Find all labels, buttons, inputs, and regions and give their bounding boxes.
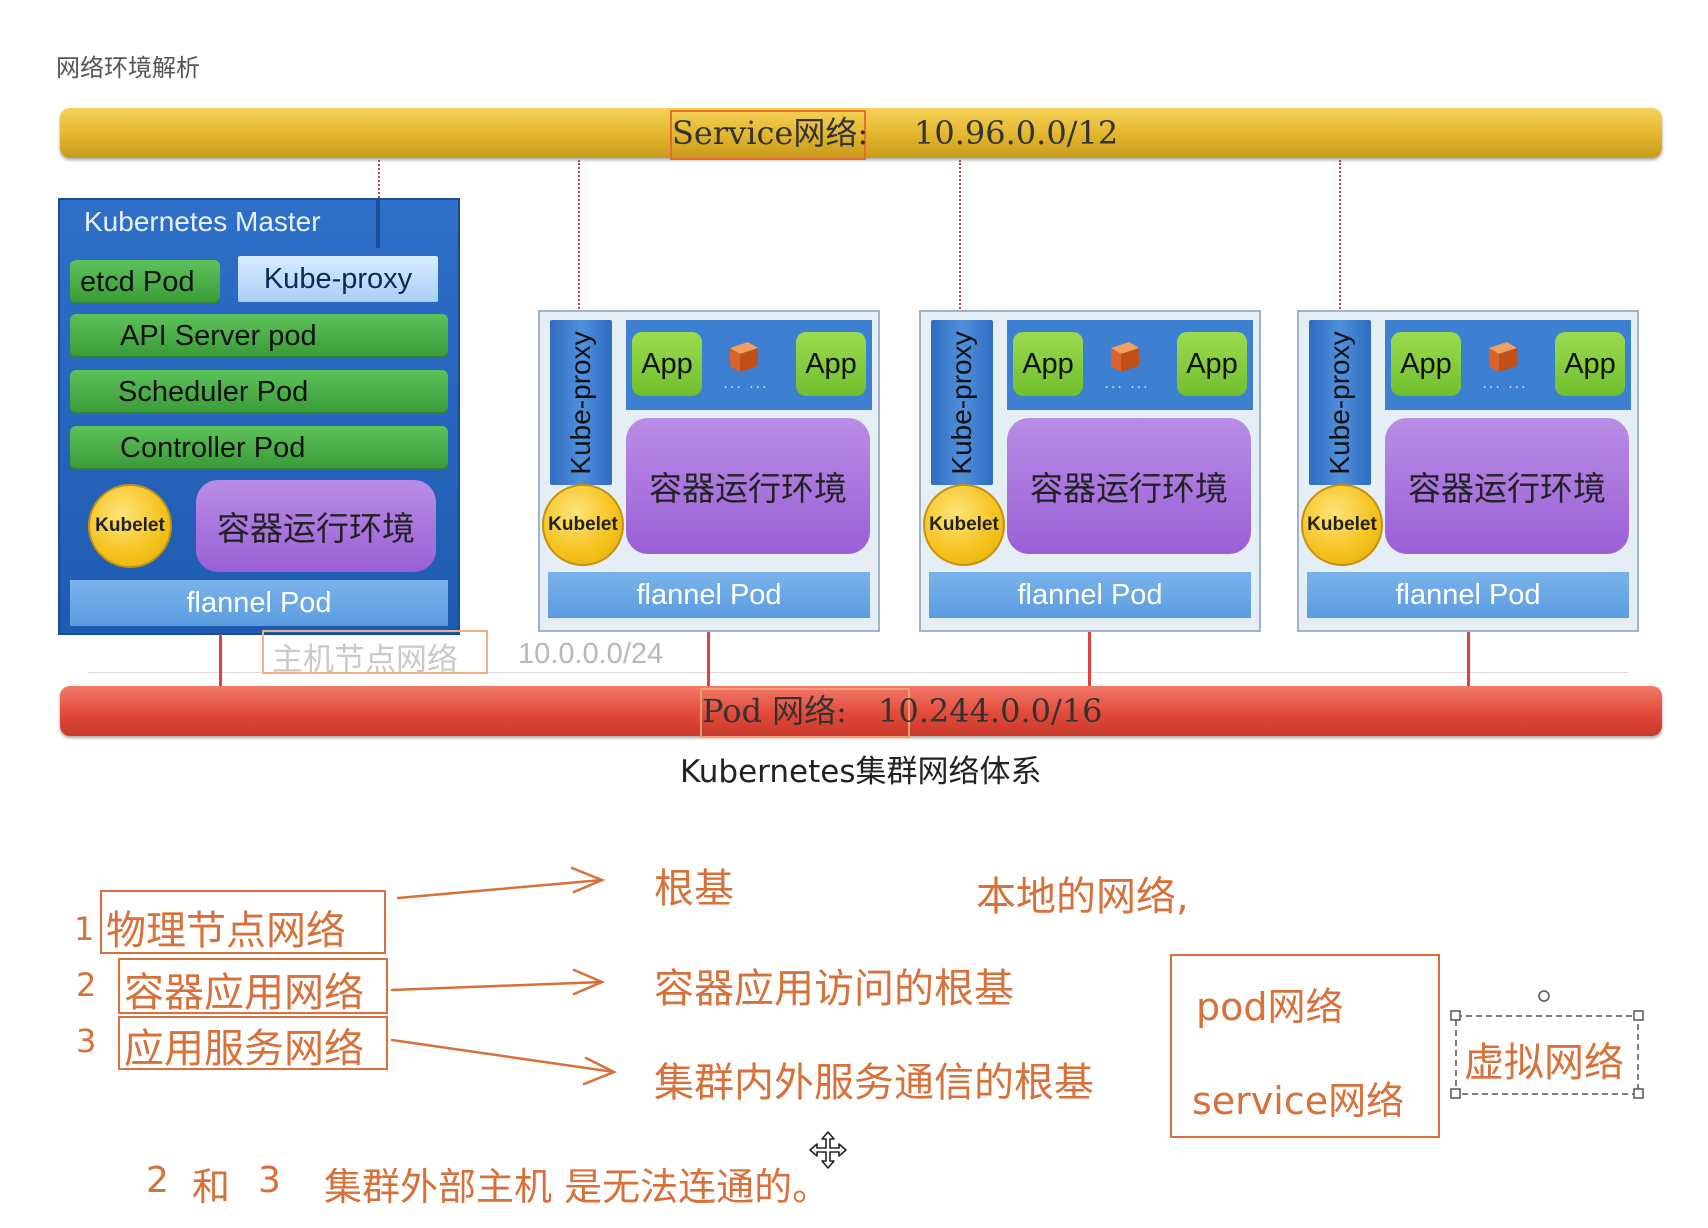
service-connector: [959, 160, 961, 316]
note-pod-network: pod网络: [1196, 985, 1344, 1029]
note-desc-2: 容器应用访问的根基: [654, 966, 1014, 1012]
note-desc-1: 根基: [654, 866, 734, 912]
cube-icon: [1111, 342, 1139, 372]
master-container-runtime: 容器运行环境: [196, 480, 436, 572]
note-box-3: [118, 1016, 388, 1070]
service-network-bar: Service网络: 10.96.0.0/12: [60, 108, 1662, 160]
worker-flannel-pod: flannel Pod: [548, 572, 870, 618]
host-network-cidr: 10.0.0.0/24: [518, 638, 664, 670]
note-label-container: 容器应用网络: [124, 970, 364, 1016]
app-strip: App ... ... App: [1007, 320, 1253, 410]
note-number-3: 3: [76, 1022, 97, 1060]
scheduler-pod: Scheduler Pod: [70, 370, 448, 414]
service-connector: [578, 160, 580, 316]
pod-connector: [1088, 632, 1091, 690]
master-kube-proxy: Kube-proxy: [238, 256, 438, 302]
app-ellipsis: ... ...: [723, 376, 769, 392]
page-title: 网络环境解析: [56, 54, 200, 82]
note-local-network: 本地的网络,: [976, 874, 1189, 920]
worker-kubelet: Kubelet: [923, 484, 1005, 566]
note-box-2: [118, 958, 388, 1014]
worker-kube-proxy: Kube-proxy: [550, 320, 612, 485]
pod-connector: [219, 634, 222, 690]
cube-icon: [730, 342, 758, 372]
app-box: App: [632, 332, 702, 396]
note-number-2: 2: [76, 966, 97, 1004]
worker-node: Kube-proxy App ... ... App 容器运行环境 Kubele…: [538, 310, 880, 632]
app-box: App: [1177, 332, 1247, 396]
app-box: App: [1555, 332, 1625, 396]
app-strip: App ... ... App: [1385, 320, 1631, 410]
host-network-label: 主机节点网络: [272, 642, 458, 678]
app-ellipsis: ... ...: [1104, 376, 1150, 392]
arrow-3: [390, 1038, 616, 1074]
master-kubelet: Kubelet: [88, 484, 172, 568]
host-network-label-box: [262, 630, 488, 674]
pod-label-highlight: [700, 688, 910, 738]
worker-kubelet: Kubelet: [542, 484, 624, 566]
service-label-highlight: [670, 110, 866, 160]
note-desc-3: 集群内外服务通信的根基: [654, 1060, 1094, 1106]
etcd-pod: etcd Pod: [70, 260, 220, 304]
worker-kube-proxy: Kube-proxy: [931, 320, 993, 485]
worker-kubelet: Kubelet: [1301, 484, 1383, 566]
virtual-networks-box: [1170, 954, 1440, 1138]
conclusion-num-a: 2: [146, 1160, 169, 1201]
arrow-2: [390, 980, 604, 992]
pod-network-bar: Pod 网络: 10.244.0.0/16: [60, 686, 1662, 738]
cube-icon: [1489, 342, 1517, 372]
service-network-label: Service网络:: [672, 114, 869, 152]
kubernetes-master: Kubernetes Master etcd Pod Kube-proxy AP…: [58, 198, 460, 635]
worker-flannel-pod: flannel Pod: [1307, 572, 1629, 618]
note-label-physical: 物理节点网络: [106, 908, 346, 954]
move-cursor-icon: [809, 1131, 847, 1169]
note-number-1: 1: [74, 910, 95, 948]
app-box: App: [1013, 332, 1083, 396]
pod-connector: [707, 632, 710, 690]
note-virtual-network: 虚拟网络: [1464, 1040, 1624, 1086]
note-service-network: service网络: [1192, 1079, 1405, 1123]
worker-node: Kube-proxy App ... ... App 容器运行环境 Kubele…: [1297, 310, 1639, 632]
master-flannel-pod: flannel Pod: [70, 580, 448, 626]
arrow-1: [396, 878, 604, 900]
worker-container-runtime: 容器运行环境: [1385, 418, 1629, 554]
worker-node: Kube-proxy App ... ... App 容器运行环境 Kubele…: [919, 310, 1261, 632]
note-box-1: [100, 890, 386, 954]
worker-flannel-pod: flannel Pod: [929, 572, 1251, 618]
api-server-pod: API Server pod: [70, 314, 448, 358]
app-box: App: [796, 332, 866, 396]
app-box: App: [1391, 332, 1461, 396]
worker-container-runtime: 容器运行环境: [626, 418, 870, 554]
conclusion-num-b: 3: [258, 1160, 281, 1201]
pod-connector: [1467, 632, 1470, 690]
conclusion-and: 和: [192, 1165, 231, 1209]
note-label-service: 应用服务网络: [124, 1026, 364, 1072]
host-network-line: [88, 672, 1628, 673]
pod-network-cidr: 10.244.0.0/16: [878, 692, 1103, 730]
master-title: Kubernetes Master: [84, 206, 321, 237]
worker-kube-proxy: Kube-proxy: [1309, 320, 1371, 485]
pod-network-label: Pod 网络:: [702, 692, 847, 730]
virtual-network-selection: [1455, 1015, 1639, 1095]
service-network-cidr: 10.96.0.0/12: [914, 114, 1119, 152]
service-connector: [1339, 160, 1341, 316]
conclusion-text: 集群外部主机 是无法连通的。: [324, 1165, 831, 1209]
diagram-caption: Kubernetes集群网络体系: [680, 754, 1042, 790]
app-strip: App ... ... App: [626, 320, 872, 410]
worker-container-runtime: 容器运行环境: [1007, 418, 1251, 554]
controller-pod: Controller Pod: [70, 426, 448, 470]
app-ellipsis: ... ...: [1482, 376, 1528, 392]
